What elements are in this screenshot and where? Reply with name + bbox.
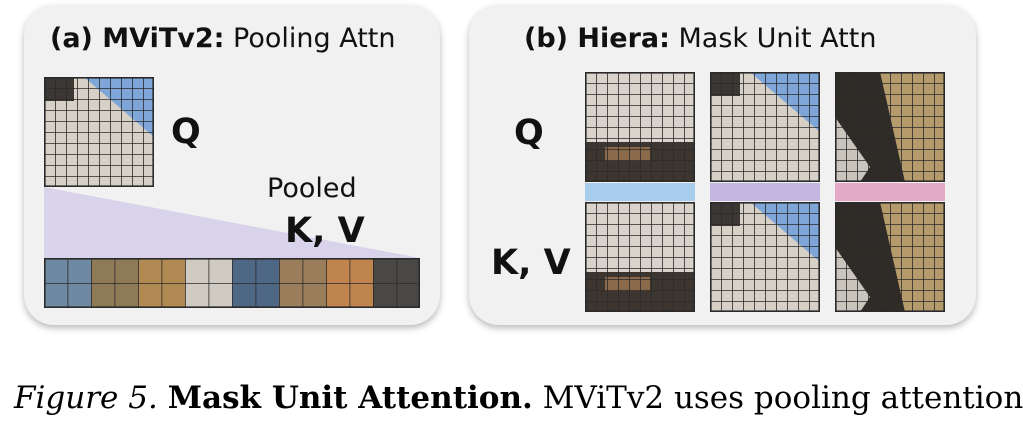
mask-unit-3-bar	[835, 183, 945, 201]
caption-bold-title: Mask Unit Attention.	[167, 380, 533, 416]
panel-b-q-label: Q	[514, 113, 544, 153]
mask-unit-1-kv-grid	[585, 202, 696, 313]
panel-b-title-rest: Mask Unit Attn	[669, 23, 877, 54]
panel-b-title-bold: (b) Hiera:	[524, 23, 670, 54]
mask-unit-3-query-grid	[835, 72, 946, 183]
mask-unit-1-query-grid	[585, 72, 696, 183]
panel-a-title-rest: Pooling Attn	[224, 23, 396, 54]
panel-a: (a) MViTv2: Pooling Attn Q Pooled K, V	[24, 5, 440, 325]
panel-a-title-bold: (a) MViTv2:	[50, 23, 225, 54]
panel-b-title: (b) Hiera: Mask Unit Attn	[524, 23, 876, 54]
panel-a-pooled-label: Pooled	[267, 173, 357, 204]
panel-b: (b) Hiera: Mask Unit Attn Q K, V	[469, 5, 976, 325]
query-grid	[44, 77, 155, 188]
panel-a-q-label: Q	[171, 112, 201, 152]
caption-figure-label: Figure 5.	[14, 380, 158, 416]
panel-a-title: (a) MViTv2: Pooling Attn	[50, 23, 396, 54]
pooled-kv-strip	[44, 258, 420, 309]
figure-caption: Figure 5. Mask Unit Attention. MViTv2 us…	[14, 375, 1023, 432]
mask-unit-3-kv-grid	[835, 202, 946, 313]
mask-unit-2-kv-grid	[710, 202, 821, 313]
caption-text: MViTv2 uses pooling attention	[542, 380, 1023, 416]
mask-unit-2-query-grid	[710, 72, 821, 183]
panel-a-kv-label: K, V	[285, 211, 365, 251]
mask-unit-1-bar	[585, 183, 695, 201]
mask-unit-2-bar	[710, 183, 820, 201]
pooling-trapezoid	[44, 187, 420, 258]
panel-b-kv-label: K, V	[491, 243, 571, 283]
